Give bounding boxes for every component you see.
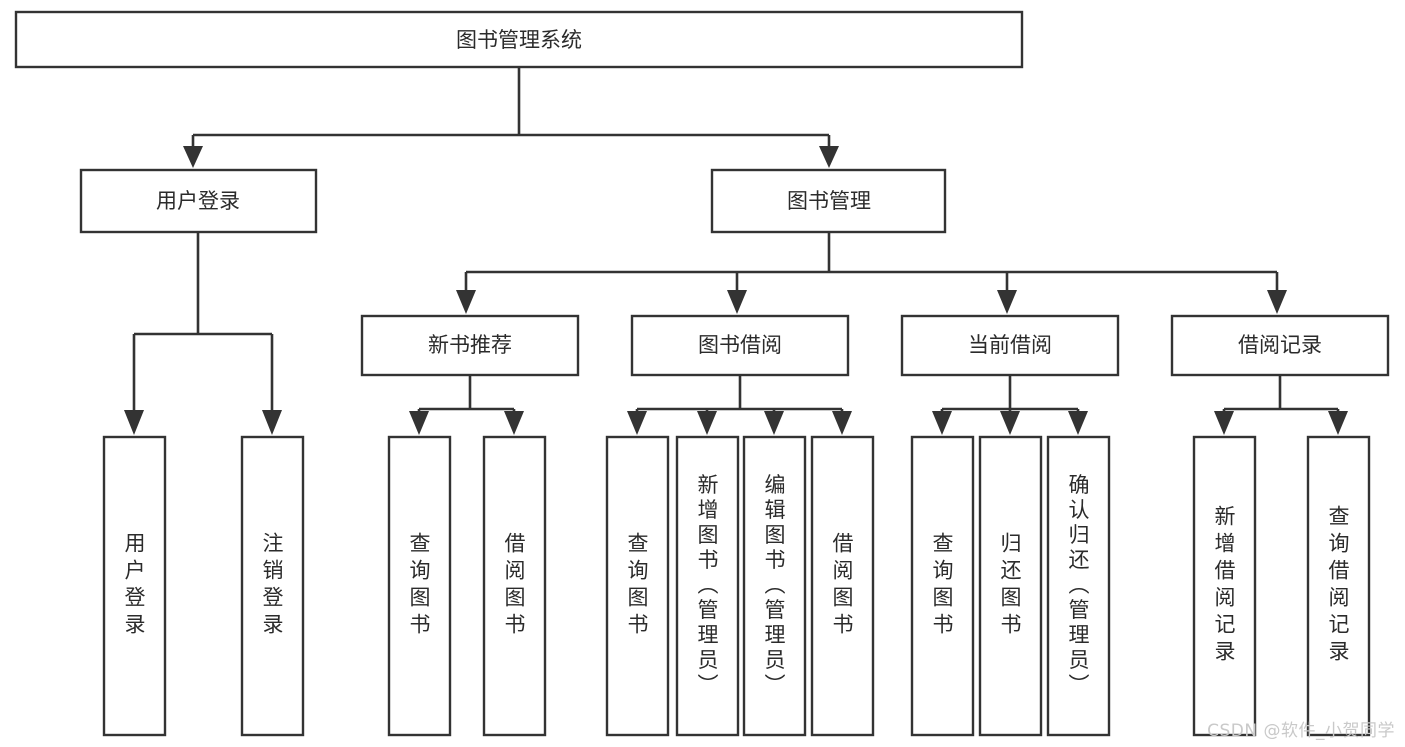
leaf-query-book-b-label: 查询图书 [625,532,649,640]
leaf-query-book-c-box[interactable] [910,435,975,737]
leaf-edit-book-box[interactable] [742,435,807,737]
arrowhead-bookmanage [819,146,839,168]
leaf-query-book-a-label: 查询图书 [407,532,431,640]
leaf-borrow-book-a-label: 借阅图书 [502,532,526,640]
leaf-add-record[interactable]: 新增借阅记录 [1192,435,1257,737]
node-borrow-record-label: 借阅记录 [1238,333,1322,357]
node-root-label: 图书管理系统 [456,28,582,52]
arrowhead-br-add-record [1214,411,1234,435]
node-book-manage[interactable]: 图书管理 [710,168,947,234]
leaf-user-login-label: 用户登录 [122,532,146,640]
arrowhead-bb-edit-book [764,411,784,435]
node-new-book-rec-box[interactable] [360,314,580,377]
arrowhead-nb-query-book [409,411,429,435]
arrowhead-newbook [456,290,476,314]
leaf-query-book-b-box[interactable] [605,435,670,737]
leaf-borrow-book-b-label: 借阅图书 [830,532,854,640]
leaf-borrow-book-b[interactable]: 借阅图书 [810,435,875,737]
arrowhead-currentborrow [997,290,1017,314]
node-user-login[interactable]: 用户登录 [79,168,318,234]
leaf-edit-book[interactable]: 编辑图书（管理员） [742,435,807,737]
leaf-query-book-b[interactable]: 查询图书 [605,435,670,737]
leaf-logout-label: 注销登录 [260,532,284,640]
leaf-query-book-a[interactable]: 查询图书 [387,435,452,737]
leaf-borrow-book-a-box[interactable] [482,435,547,737]
arrowhead-userlogin [183,146,203,168]
arrowhead-br-query-record [1328,411,1348,435]
leaf-return-book-label: 归还图书 [998,532,1022,640]
node-current-borrow-label: 当前借阅 [968,333,1052,357]
leaf-confirm-return[interactable]: 确认归还（管理员） [1046,435,1111,737]
leaf-logout[interactable]: 注销登录 [240,435,305,737]
node-new-book-rec-label: 新书推荐 [428,333,512,357]
node-user-login-label: 用户登录 [156,189,240,213]
arrowhead-cb-return-book [1000,411,1020,435]
leaf-edit-book-label: 编辑图书（管理员） [762,474,786,699]
node-borrow-record[interactable]: 借阅记录 [1170,314,1390,377]
leaf-query-record[interactable]: 查询借阅记录 [1306,435,1371,737]
node-current-borrow-box[interactable] [900,314,1120,377]
node-book-borrow[interactable]: 图书借阅 [630,314,850,377]
node-book-manage-label: 图书管理 [787,189,871,213]
node-root[interactable]: 图书管理系统 [14,10,1024,69]
arrowhead-leaf-logout [262,410,282,435]
leaf-query-book-c[interactable]: 查询图书 [910,435,975,737]
node-book-manage-box[interactable] [710,168,947,234]
node-current-borrow[interactable]: 当前借阅 [900,314,1120,377]
leaf-add-record-box[interactable] [1192,435,1257,737]
leaf-add-record-label: 新增借阅记录 [1212,505,1236,667]
node-book-borrow-box[interactable] [630,314,850,377]
leaf-add-book-box[interactable] [675,435,740,737]
arrowhead-borrowrecord [1267,290,1287,314]
leaf-borrow-book-a[interactable]: 借阅图书 [482,435,547,737]
node-borrow-record-box[interactable] [1170,314,1390,377]
leaf-confirm-return-box[interactable] [1046,435,1111,737]
arrowhead-bb-query-book [627,411,647,435]
leaf-user-login[interactable]: 用户登录 [102,435,167,737]
node-user-login-box[interactable] [79,168,318,234]
leaf-query-record-box[interactable] [1306,435,1371,737]
arrowhead-bb-add-book [697,411,717,435]
arrowhead-nb-borrow-book [504,411,524,435]
node-new-book-rec[interactable]: 新书推荐 [360,314,580,377]
leaf-confirm-return-label: 确认归还（管理员） [1066,474,1090,699]
arrowhead-bb-borrow-book [832,411,852,435]
arrowhead-leaf-user-login [124,410,144,435]
leaf-query-book-c-label: 查询图书 [930,532,954,640]
leaf-user-login-box[interactable] [102,435,167,737]
arrowhead-cb-confirm-return [1068,411,1088,435]
arrowhead-cb-query-book [932,411,952,435]
connector-layer [124,67,1348,435]
leaf-add-book-label: 新增图书（管理员） [695,474,719,699]
leaf-return-book-box[interactable] [978,435,1043,737]
leaf-query-record-label: 查询借阅记录 [1326,505,1350,667]
leaf-query-book-a-box[interactable] [387,435,452,737]
leaf-add-book[interactable]: 新增图书（管理员） [675,435,740,737]
leaf-logout-box[interactable] [240,435,305,737]
node-root-box[interactable] [14,10,1024,69]
node-book-borrow-label: 图书借阅 [698,333,782,357]
arrowhead-bookborrow [727,290,747,314]
leaf-borrow-book-b-box[interactable] [810,435,875,737]
leaf-return-book[interactable]: 归还图书 [978,435,1043,737]
